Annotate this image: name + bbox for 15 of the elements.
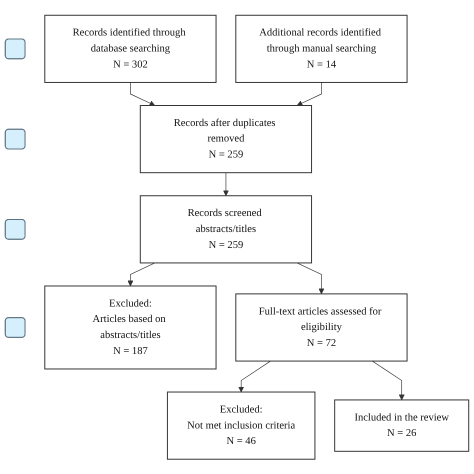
node-box: Records screened abstracts/titles N = 259: [140, 195, 312, 264]
arrow: [128, 262, 156, 286]
node-box: Full-text articles assessed for eligibility N = 72: [235, 293, 408, 362]
node-box: Records after duplicates removed N = 259: [140, 104, 312, 173]
arrow: [372, 360, 405, 400]
arrow: [238, 360, 271, 392]
node-box: Included in the review N = 26: [334, 399, 470, 452]
node-box: Records identified through database searching N = 302: [44, 14, 217, 83]
node-box: Excluded: Articles based on abstracts/titles N = 187: [44, 285, 217, 370]
arrow: [296, 82, 322, 106]
node-box: Excluded: Not met inclusion criteria N = 46: [166, 391, 316, 460]
arrow: [296, 262, 324, 294]
arrow: [223, 172, 229, 196]
arrow: [130, 82, 156, 106]
node-box: Additional records identified through manual searching N = 14: [235, 14, 408, 83]
